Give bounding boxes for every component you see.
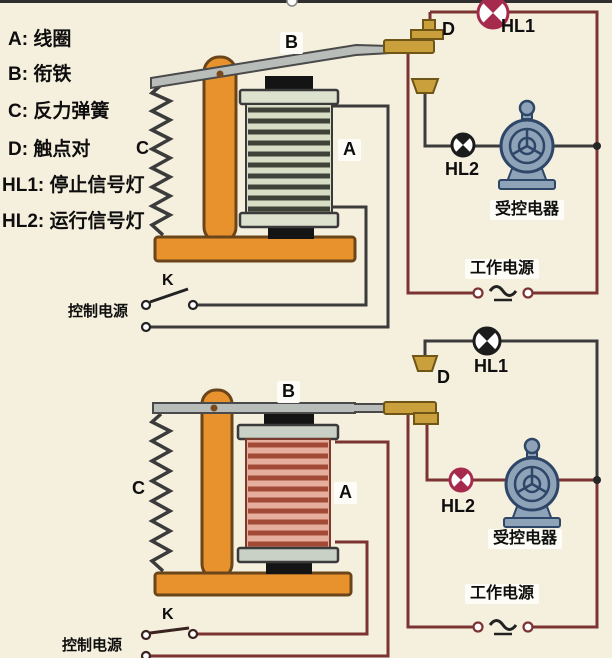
- core-bottom: [266, 561, 312, 574]
- bottom-switch-label: K: [162, 606, 174, 623]
- page-curl-notch: [286, 0, 298, 7]
- legend-item-coil: A: 线圈: [8, 29, 72, 50]
- top-pivot-post: [202, 55, 238, 244]
- bottom-contact-pair-icon: [383, 355, 439, 425]
- top-contact-label: D: [442, 19, 455, 39]
- top-spring-icon: [148, 84, 174, 237]
- bottom-lamp1-branch-wires: [423, 339, 599, 478]
- top-coil: [238, 76, 340, 239]
- bottom-motor-icon: [503, 437, 561, 528]
- top-diagram: [140, 0, 601, 333]
- bottom-switch-k-icon: [140, 626, 199, 658]
- top-control-circuit-wires: [150, 104, 390, 329]
- bottom-coil: [236, 409, 340, 574]
- bottom-work-power-label: 工作电源: [465, 584, 540, 604]
- bottom-lamp-hl1-icon: [472, 326, 502, 356]
- bottom-diagram: [140, 326, 601, 658]
- bottom-base: [153, 571, 353, 597]
- top-border: [0, 0, 612, 3]
- top-switch-label: K: [162, 272, 174, 289]
- top-base: [153, 235, 357, 263]
- top-contact-pair-icon: [383, 19, 444, 94]
- bottom-control-power-label: 控制电源: [62, 637, 123, 654]
- bottom-armature-label: B: [277, 381, 300, 403]
- top-ac-source-icon: [472, 285, 534, 302]
- legend-item-armature: B: 衔铁: [8, 64, 72, 85]
- top-spring-label: C: [136, 138, 149, 158]
- top-armature-label: B: [280, 32, 303, 54]
- top-lamp-hl2-icon: [450, 132, 476, 158]
- pivot-dot: [216, 70, 224, 78]
- top-control-power-label: 控制电源: [68, 303, 129, 320]
- top-lamp1-label: HL1: [501, 16, 536, 36]
- junction-dot: [593, 142, 601, 150]
- bottom-device-label: 受控电器: [488, 529, 563, 549]
- legend-item-spring: C: 反力弹簧: [8, 101, 110, 122]
- top-lamp2-label: HL2: [445, 159, 480, 179]
- core-bottom: [268, 227, 314, 239]
- bottom-spring-icon: [148, 412, 174, 573]
- junction-dot: [593, 476, 601, 484]
- bottom-armature: [152, 402, 391, 414]
- legend-item-contact: D: 触点对: [8, 139, 91, 160]
- top-device-label: 受控电器: [490, 200, 565, 220]
- top-motor-icon: [498, 99, 556, 190]
- bottom-lamp2-label: HL2: [441, 496, 476, 516]
- core-top: [265, 76, 313, 92]
- legend-item-hl2: HL2: 运行信号灯: [2, 211, 145, 232]
- top-coil-label: A: [338, 139, 361, 161]
- bottom-lamp-hl2-icon: [448, 467, 474, 493]
- legend-item-hl1: HL1: 停止信号灯: [2, 175, 145, 196]
- bottom-spring-label: C: [132, 478, 145, 498]
- bottom-coil-label: A: [334, 482, 357, 504]
- bottom-control-circuit-wires: [150, 440, 390, 658]
- bottom-lamp1-label: HL1: [474, 356, 509, 376]
- bottom-contact-label: D: [437, 367, 450, 387]
- top-switch-k-icon: [140, 287, 199, 333]
- pivot-dot: [210, 404, 218, 412]
- bottom-ac-source-icon: [472, 619, 534, 636]
- top-work-power-label: 工作电源: [465, 259, 540, 279]
- bottom-pivot-post: [200, 388, 234, 580]
- top-lamp-hl1-icon: [476, 0, 510, 30]
